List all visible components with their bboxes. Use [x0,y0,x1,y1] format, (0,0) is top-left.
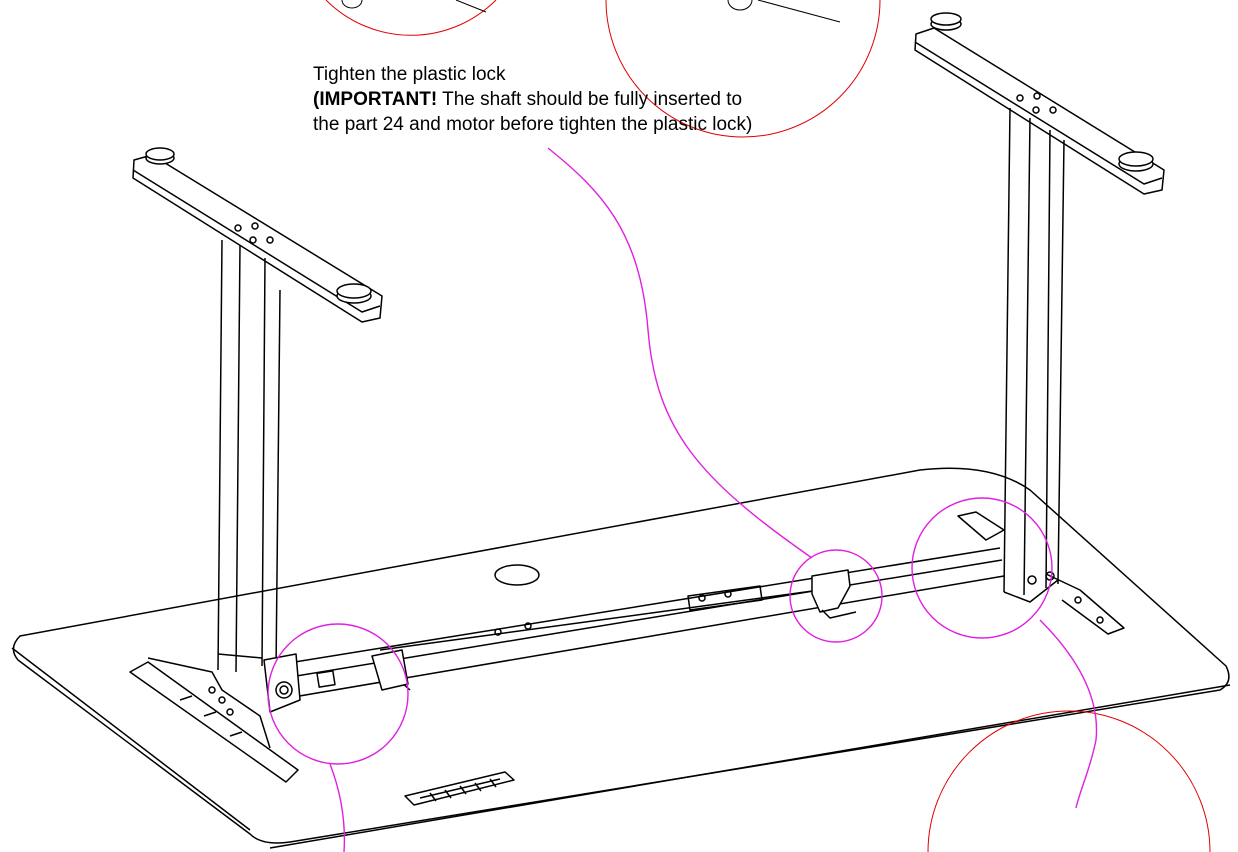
instruction-text-1: The shaft should be fully inserted to [437,89,743,110]
left-leg [132,147,383,673]
plastic-lock [811,569,857,619]
right-leg [914,12,1165,603]
detail-circle-top-right [605,0,881,138]
left-foot-bracket [129,657,299,783]
right-bracket [957,511,1125,635]
detail-callouts [325,0,1211,852]
leader-line-plastic-lock [547,147,813,559]
grommet-hole [494,564,540,586]
callout-circle-plastic-lock [789,549,883,643]
instruction-line-2: (IMPORTANT! The shaft should be fully in… [313,87,913,112]
instruction-note: Tighten the plastic lock (IMPORTANT! The… [313,62,913,137]
detail-circle-bottom-right [927,710,1211,852]
important-label: (IMPORTANT! [313,89,438,110]
instruction-line-3: the part 24 and motor before tighten the… [313,114,753,135]
callout-circle-motor [267,623,409,765]
desktop-board [11,467,1231,849]
detail-circle-top-left [325,0,497,36]
leader-line-motor [329,763,346,852]
leader-callouts [267,147,1098,852]
leader-line-right-joint [1039,619,1098,809]
callout-circle-right-joint [911,497,1053,639]
control-panel [404,771,515,806]
instruction-line-1: Tighten the plastic lock [313,64,506,85]
